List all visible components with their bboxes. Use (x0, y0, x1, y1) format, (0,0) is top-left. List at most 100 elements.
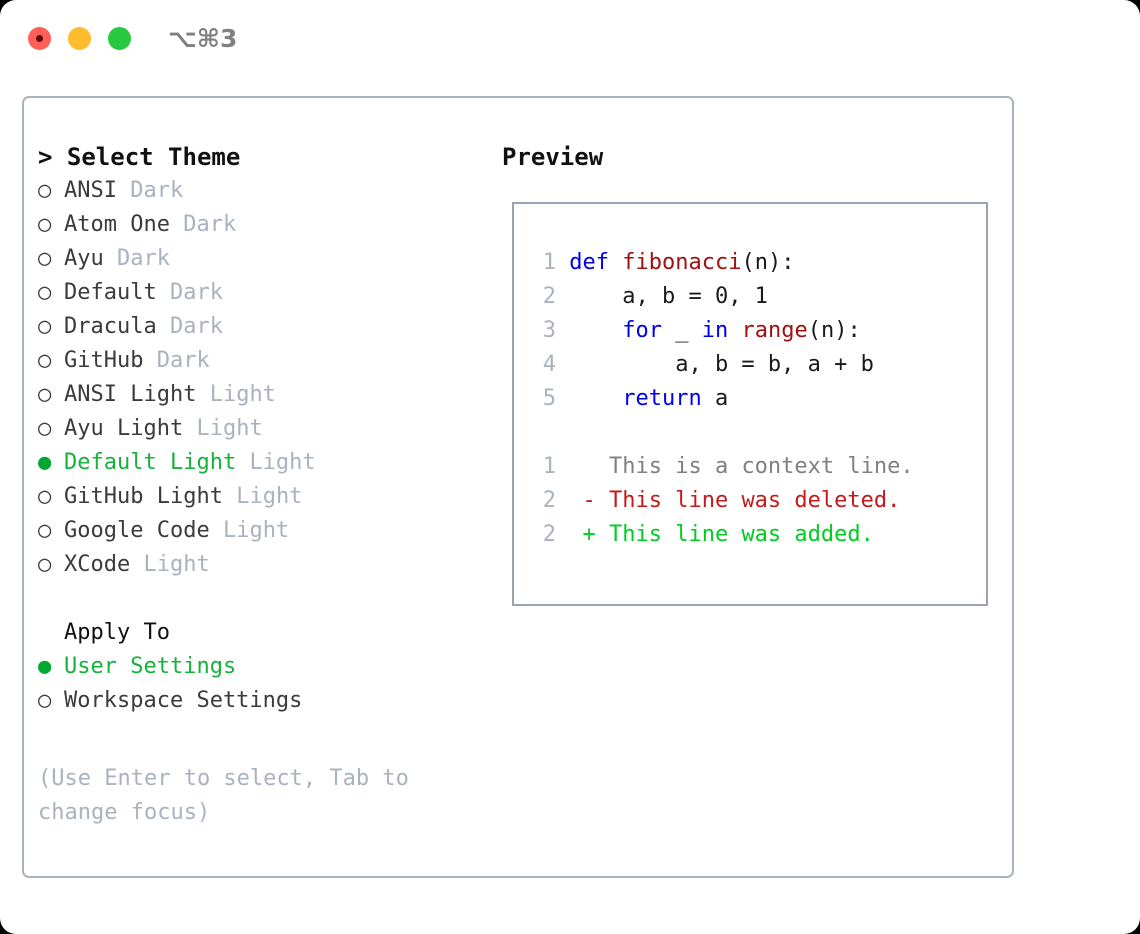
radio-unselected-icon[interactable]: ○ (38, 688, 52, 713)
line-number: 1 (542, 250, 556, 275)
diff-text: + This line was added. (582, 522, 874, 547)
line-number: 5 (542, 386, 556, 411)
theme-list-item[interactable]: ○GitHub Dark (38, 344, 488, 378)
select-theme-header: > Select Theme (38, 143, 241, 171)
gutter-space (556, 284, 569, 309)
diff-text: - This line was deleted. (582, 488, 901, 513)
minimize-window-button[interactable] (68, 27, 91, 50)
theme-variant-label: Dark (169, 280, 223, 305)
theme-list-item[interactable]: ○ Dracula Dark (38, 310, 488, 344)
spacer (157, 280, 170, 305)
code-token: _ (661, 318, 702, 343)
code-line: 5 return a (532, 382, 980, 416)
theme-name: Ayu Light (64, 416, 184, 441)
theme-name: GitHub Light (64, 484, 223, 509)
theme-name: XCode (64, 552, 131, 577)
theme-variant-label: Light (236, 484, 303, 509)
theme-variant-label: Light (222, 518, 290, 543)
theme-variant-label: Dark (169, 314, 223, 339)
code-token: return (622, 386, 702, 411)
spacer (210, 518, 223, 543)
apply-to-header: Apply To (64, 620, 170, 645)
apply-to-label: User Settings (64, 654, 237, 679)
code-line: 2 a, b = 0, 1 (532, 280, 980, 314)
theme-list-item[interactable]: ○Google Code Light (38, 514, 488, 548)
theme-list-item[interactable]: ○ Atom One Dark (38, 208, 488, 242)
theme-name: Ayu (64, 246, 104, 271)
code-token: a (701, 386, 729, 411)
radio-unselected-icon[interactable]: ○ (38, 178, 52, 203)
theme-name: Default Light (64, 450, 237, 475)
radio-selected-icon[interactable]: ● (38, 450, 52, 475)
radio-unselected-icon[interactable]: ○ (38, 246, 52, 271)
theme-list-item[interactable]: ○ Ayu Light Light (38, 412, 488, 446)
line-number: 2 (542, 488, 556, 513)
maximize-window-button[interactable] (108, 27, 131, 50)
theme-name: Dracula (64, 314, 157, 339)
radio-unselected-icon[interactable]: ○ (38, 212, 52, 237)
spacer (104, 246, 117, 271)
radio-unselected-icon[interactable]: ○ (38, 552, 52, 577)
line-number: 3 (542, 318, 556, 343)
code-token: (n): (741, 250, 795, 275)
radio-unselected-icon[interactable]: ○ (38, 348, 52, 373)
gutter-space (556, 488, 583, 513)
radio-unselected-icon[interactable]: ○ (38, 382, 52, 407)
code-token: a, b = b, a + b (569, 352, 874, 377)
theme-list-item[interactable]: ○ANSI Light Light (38, 378, 488, 412)
preview-column: Preview 1 def fibonacci(n):2 a, b = 0, 1… (502, 140, 1002, 606)
radio-selected-icon[interactable]: ● (38, 654, 52, 679)
theme-variant-label: Light (196, 416, 263, 441)
spacer (130, 552, 143, 577)
line-number: 2 (542, 522, 556, 547)
theme-list-item[interactable]: ●Default Light Light (38, 446, 488, 480)
line-number: 2 (542, 284, 556, 309)
theme-name: Atom One (64, 212, 170, 237)
diff-text: This is a context line. (582, 454, 914, 479)
radio-unselected-icon[interactable]: ○ (38, 518, 52, 543)
code-line: 4 a, b = b, a + b (532, 348, 980, 382)
spacer (223, 484, 236, 509)
radio-unselected-icon[interactable]: ○ (38, 280, 52, 305)
code-token: for (622, 318, 662, 343)
theme-list-item[interactable]: ○ Default Dark (38, 276, 488, 310)
theme-variant-label: Dark (117, 246, 170, 271)
code-line: 1 def fibonacci(n): (532, 246, 980, 280)
theme-variant-label: Dark (130, 178, 184, 203)
theme-name: Default (64, 280, 157, 305)
spacer (157, 314, 170, 339)
code-token: def (569, 250, 623, 275)
theme-list-item[interactable]: ○ XCode Light (38, 548, 488, 582)
code-token: (n): (807, 318, 861, 343)
gutter-space (556, 352, 569, 377)
theme-list-item[interactable]: ○ GitHub Light Light (38, 480, 488, 514)
spacer (196, 382, 209, 407)
theme-list-item[interactable]: ○ ANSI Dark (38, 174, 488, 208)
theme-variant-label: Dark (183, 212, 237, 237)
diff-line: 2 + This line was added. (532, 518, 980, 552)
apply-to-item[interactable]: ● User Settings (38, 650, 488, 684)
theme-variant-label: Dark (156, 348, 210, 373)
radio-unselected-icon[interactable]: ○ (38, 416, 52, 441)
theme-variant-label: Light (209, 382, 276, 407)
diff-lines: 1 This is a context line.2 - This line w… (532, 450, 980, 552)
dialog-panel: > Select Theme ○ANSI Dark○Atom One Dark○… (22, 96, 1014, 878)
close-window-button[interactable] (28, 27, 51, 50)
theme-list-item[interactable]: ○ Ayu Dark (38, 242, 488, 276)
diff-line: 2 - This line was deleted. (532, 484, 980, 518)
gutter-space (556, 250, 569, 275)
theme-list: ○ ANSI Dark ○ Atom One Dark ○ Ayu Dark ○ Defaul… (38, 174, 488, 582)
code-token: range (741, 318, 808, 343)
spacer (117, 178, 130, 203)
theme-variant-label: Light (143, 552, 210, 577)
spacer (170, 212, 183, 237)
radio-unselected-icon[interactable]: ○ (38, 314, 52, 339)
gutter-space (556, 454, 583, 479)
radio-unselected-icon[interactable]: ○ (38, 484, 52, 509)
preview-header: Preview (502, 143, 604, 171)
apply-to-item[interactable]: ○Workspace Settings (38, 684, 488, 718)
code-gap (532, 416, 980, 450)
theme-name: ANSI (64, 178, 117, 203)
